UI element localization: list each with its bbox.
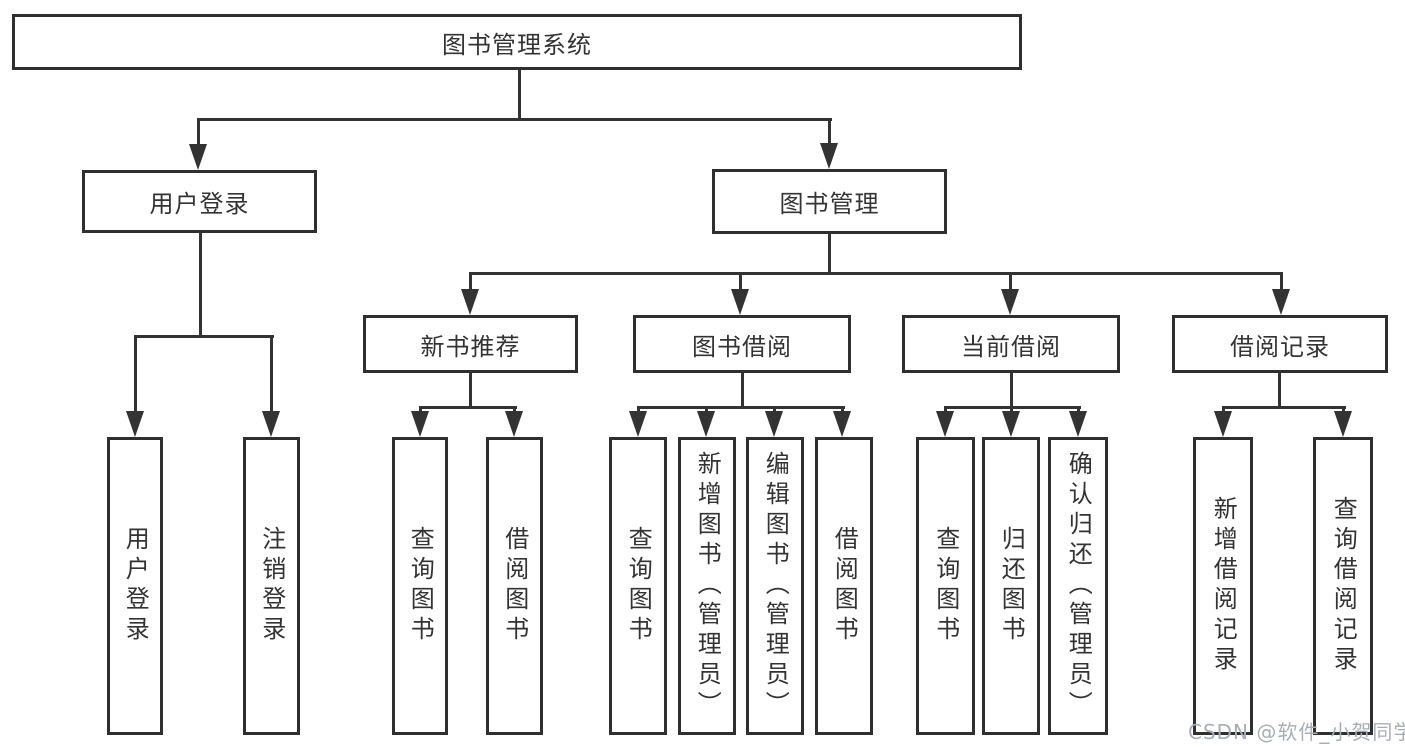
connector-line (270, 335, 273, 411)
arrowhead-down-icon (629, 411, 647, 437)
connector-line (1009, 272, 1012, 289)
leaf-label: 查询图书 (931, 526, 960, 646)
arrowhead-down-icon (1001, 289, 1019, 315)
connector-line (773, 406, 776, 411)
connector-line (134, 335, 274, 338)
arrowhead-down-icon (731, 289, 749, 315)
connector-line (1077, 406, 1080, 411)
connector-line (419, 406, 517, 409)
leaf-label: 新增借阅记录 (1209, 496, 1238, 676)
leaf-query-book-current: 查询图书 (916, 437, 975, 735)
leaf-add-book-admin: 新增图书（管理员） (678, 437, 736, 735)
connector-line (1278, 373, 1281, 409)
leaf-label: 注销登录 (257, 526, 286, 646)
connector-line (828, 234, 831, 275)
connector-line (197, 118, 200, 145)
leaf-label: 新增图书（管理员） (693, 451, 722, 721)
leaf-label: 查询图书 (624, 526, 653, 646)
leaf-label: 用户登录 (121, 526, 150, 646)
connector-line (828, 118, 831, 144)
leaf-edit-book-admin: 编辑图书（管理员） (746, 437, 804, 735)
connector-line (1222, 406, 1346, 409)
node-borrow-records: 借阅记录 (1172, 315, 1388, 373)
leaf-user-login: 用户登录 (107, 437, 163, 735)
arrowhead-down-icon (833, 411, 851, 437)
arrowhead-down-icon (262, 411, 280, 437)
connector-line (1010, 406, 1013, 411)
connector-line (739, 272, 742, 289)
connector-line (741, 373, 744, 409)
leaf-logout: 注销登录 (243, 437, 300, 735)
connector-line (419, 406, 422, 411)
connector-line (469, 272, 472, 289)
leaf-confirm-return-admin: 确认归还（管理员） (1048, 437, 1108, 735)
arrowhead-down-icon (820, 143, 838, 169)
connector-line (637, 406, 640, 411)
connector-line (469, 272, 1283, 275)
arrowhead-down-icon (1002, 411, 1020, 437)
leaf-query-borrow-record: 查询借阅记录 (1313, 437, 1373, 735)
leaf-label: 编辑图书（管理员） (761, 451, 790, 721)
connector-line (705, 406, 708, 411)
watermark: CSDN @软件_小贺同学 (1188, 720, 1405, 744)
leaf-return-book: 归还图书 (982, 437, 1040, 735)
connector-line (841, 406, 844, 411)
arrowhead-down-icon (505, 411, 523, 437)
leaf-query-book-recommend: 查询图书 (392, 437, 448, 735)
connector-line (1280, 272, 1283, 289)
arrowhead-down-icon (1069, 411, 1087, 437)
node-new-book-recommend: 新书推荐 (363, 315, 578, 373)
arrowhead-down-icon (1214, 411, 1232, 437)
leaf-label: 查询借阅记录 (1329, 496, 1358, 676)
connector-line (513, 406, 516, 411)
connector-line (637, 406, 845, 409)
connector-line (199, 233, 202, 338)
leaf-borrow-book: 借阅图书 (815, 437, 873, 735)
connector-line (197, 118, 832, 121)
leaf-query-book-borrow: 查询图书 (609, 437, 667, 735)
leaf-label: 借阅图书 (500, 526, 529, 646)
arrowhead-down-icon (461, 289, 479, 315)
arrowhead-down-icon (189, 144, 207, 170)
leaf-label: 确认归还（管理员） (1064, 451, 1093, 721)
arrowhead-down-icon (765, 411, 783, 437)
arrowhead-down-icon (697, 411, 715, 437)
leaf-add-borrow-record: 新增借阅记录 (1193, 437, 1253, 735)
node-book-borrow: 图书借阅 (633, 315, 851, 373)
leaf-borrow-book-recommend: 借阅图书 (486, 437, 543, 735)
node-user-login: 用户登录 (82, 170, 317, 233)
leaf-label: 查询图书 (406, 526, 435, 646)
leaf-label: 归还图书 (997, 526, 1026, 646)
node-book-management: 图书管理 (712, 169, 947, 234)
leaf-label: 借阅图书 (830, 526, 859, 646)
arrowhead-down-icon (411, 411, 429, 437)
connector-line (469, 373, 472, 409)
connector-line (944, 406, 947, 411)
arrowhead-down-icon (936, 411, 954, 437)
arrowhead-down-icon (126, 411, 144, 437)
connector-line (1342, 406, 1345, 411)
connector-line (1010, 373, 1013, 409)
node-library-system: 图书管理系统 (12, 14, 1022, 70)
connector-line (134, 335, 137, 411)
arrowhead-down-icon (1334, 411, 1352, 437)
connector-line (518, 70, 521, 118)
arrowhead-down-icon (1272, 289, 1290, 315)
node-current-borrow: 当前借阅 (902, 315, 1120, 373)
connector-line (1222, 406, 1225, 411)
